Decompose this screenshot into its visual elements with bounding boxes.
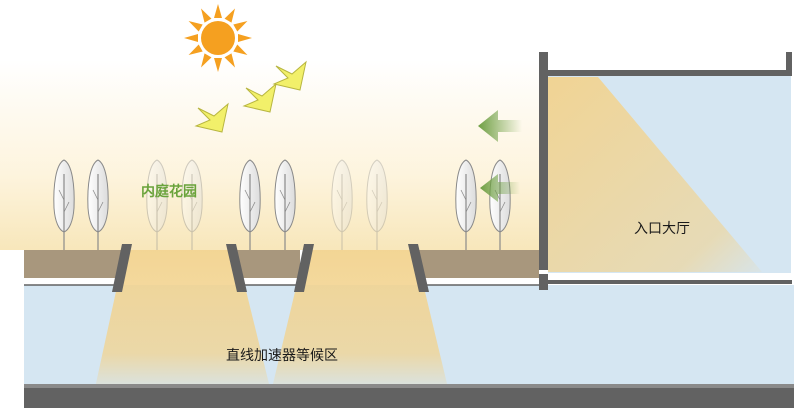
sunlight-arrow-1	[194, 102, 229, 133]
soil-slab-3	[418, 250, 542, 278]
skylight-wall-1l	[112, 244, 132, 292]
lobby-wall-gap	[539, 270, 548, 274]
soil-slab-2	[236, 250, 300, 278]
sun-icon	[184, 4, 252, 72]
airflow-arrow-2	[480, 174, 520, 202]
skylight-beam-2	[272, 250, 448, 388]
garden-label: 内庭花园	[141, 183, 197, 200]
sunlight-arrows	[194, 60, 307, 133]
airflow-arrow-1	[478, 110, 522, 142]
sun-core	[201, 21, 235, 55]
waiting-area-label: 直线加速器等候区	[226, 347, 338, 364]
skylight-beam-1	[95, 250, 270, 388]
lobby-parapet	[786, 52, 792, 76]
skylight-wall-2r	[408, 244, 429, 292]
skylight-wall-1r	[226, 244, 247, 292]
lobby-label: 入口大厅	[634, 221, 690, 237]
ground-floor-slab	[24, 388, 794, 408]
ground-floor-edge	[24, 384, 794, 388]
soil-slab-1	[24, 250, 124, 278]
airflow-arrows	[478, 110, 522, 202]
sunlight-arrow-3	[272, 60, 307, 91]
skylight-wall-2l	[294, 244, 314, 292]
lobby-light-beam	[548, 77, 762, 272]
lobby-left-wall	[539, 52, 548, 290]
sun-rays	[184, 4, 252, 72]
sunlight-arrow-2	[242, 82, 277, 113]
lobby-roof	[539, 70, 792, 76]
